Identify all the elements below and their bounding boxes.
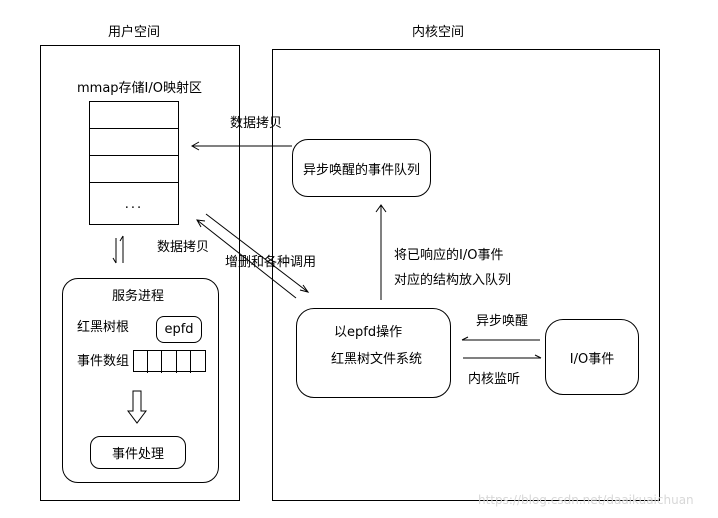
event-queue-box: 异步唤醒的事件队列: [292, 139, 431, 197]
epfd-ops-line2: 红黑树文件系统: [331, 352, 423, 367]
event-array-cell: [134, 351, 149, 373]
rbtree-root-label: 红黑树根: [77, 320, 130, 335]
watermark: https://blog.csdn.net/daaikuaichuan: [478, 493, 694, 507]
event-array-label: 事件数组: [77, 354, 130, 369]
async-wakeup-label: 异步唤醒: [476, 314, 529, 329]
event-array-cell: [191, 351, 205, 373]
mmap-row: [90, 156, 178, 183]
event-array: [133, 350, 206, 373]
copy-top-label: 数据拷贝: [230, 116, 283, 131]
event-handle-box: 事件处理: [90, 436, 186, 469]
copy-left-label: 数据拷贝: [157, 240, 210, 255]
mmap-row: [90, 102, 178, 129]
mmap-row: [90, 129, 178, 156]
mmap-row-ellipsis: ...: [90, 183, 178, 226]
epfd-label: epfd: [164, 322, 194, 337]
event-array-cell: [177, 351, 191, 373]
io-event-box: I/O事件: [545, 319, 639, 395]
mmap-title: mmap存储I/O映射区: [77, 81, 202, 96]
event-queue-label: 异步唤醒的事件队列: [302, 162, 420, 178]
queue-label-line2: 对应的结构放入队列: [394, 273, 512, 288]
kernel-space-title: 内核空间: [412, 25, 465, 40]
event-array-cell: [162, 351, 177, 373]
event-handle-label: 事件处理: [111, 447, 164, 462]
kernel-monitor-label: 内核监听: [468, 372, 521, 387]
add-delete-calls-label: 增删和各种调用: [225, 255, 317, 270]
epfd-ops-box: [296, 308, 451, 398]
user-space-title: 用户空间: [108, 25, 161, 40]
epfd-ops-line1: 以epfd操作: [334, 325, 403, 340]
io-event-label: I/O事件: [569, 351, 615, 367]
mmap-table: ...: [89, 101, 179, 225]
service-process-title: 服务进程: [112, 289, 165, 304]
mmap-ellipsis: ...: [124, 197, 144, 212]
queue-label-line1: 将已响应的I/O事件: [394, 248, 504, 263]
event-array-cell: [148, 351, 163, 373]
epfd-box: epfd: [156, 316, 202, 343]
